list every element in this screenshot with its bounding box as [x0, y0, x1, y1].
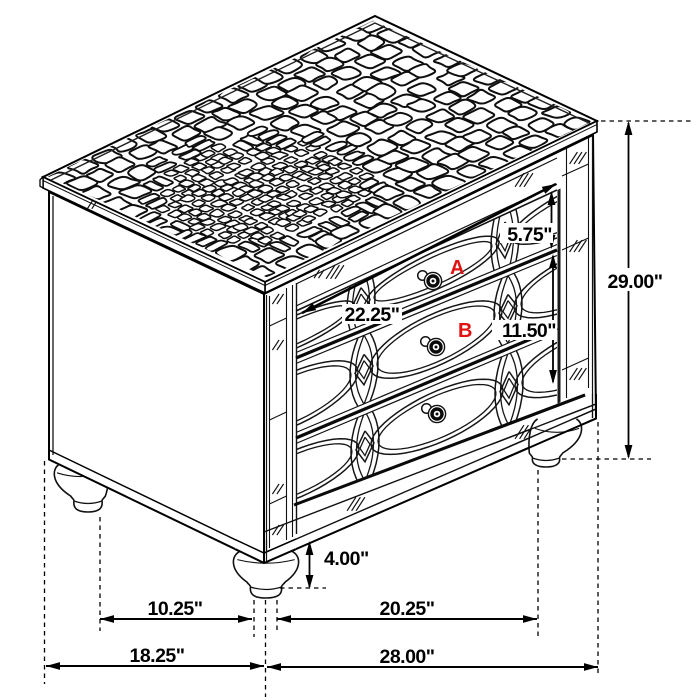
svg-text:20.25": 20.25"	[379, 598, 434, 620]
svg-text:22.25": 22.25"	[344, 304, 399, 326]
svg-text:4.00": 4.00"	[324, 548, 369, 570]
svg-text:18.25": 18.25"	[129, 645, 184, 667]
svg-text:A: A	[450, 257, 464, 279]
svg-text:10.25": 10.25"	[147, 598, 202, 620]
svg-text:29.00": 29.00"	[607, 271, 662, 293]
svg-text:5.75": 5.75"	[507, 224, 552, 246]
svg-text:11.50": 11.50"	[502, 320, 556, 342]
svg-text:28.00": 28.00"	[379, 646, 434, 668]
svg-text:B: B	[458, 320, 472, 342]
